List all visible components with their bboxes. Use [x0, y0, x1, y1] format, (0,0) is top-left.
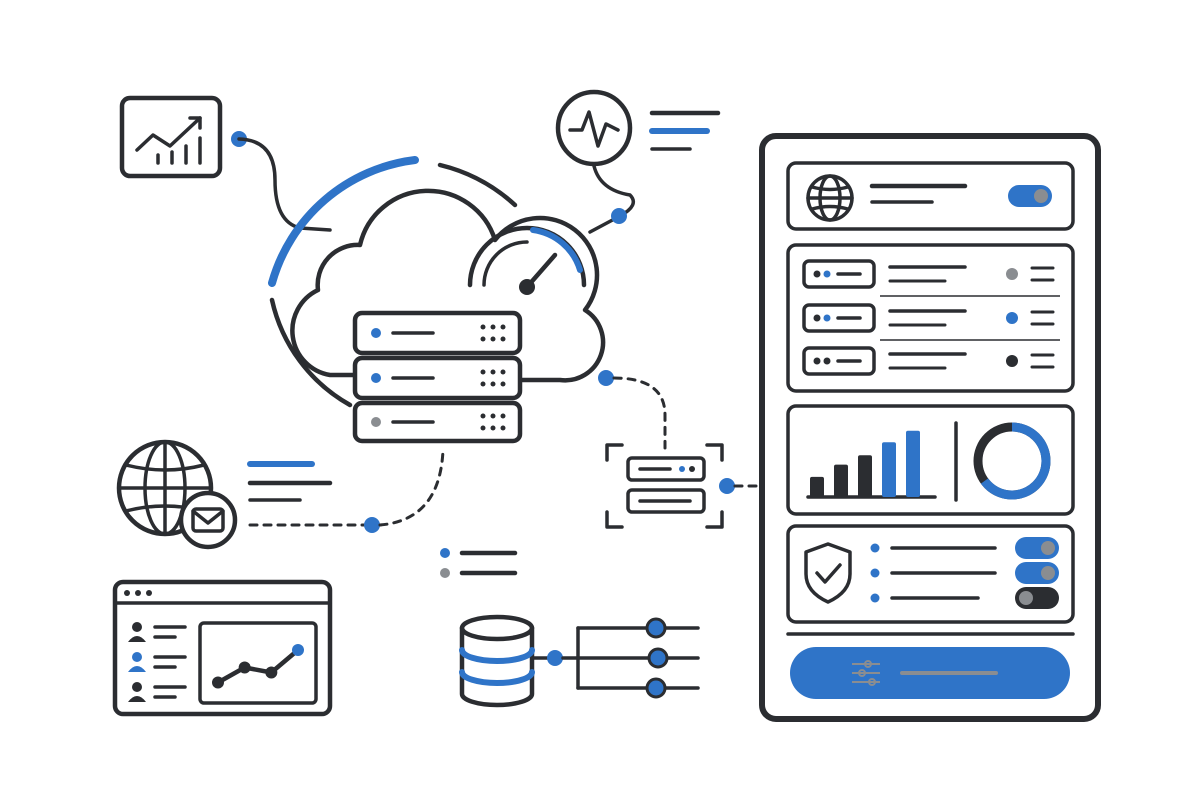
server-unit-2 — [352, 355, 523, 401]
list-row[interactable] — [802, 346, 1055, 376]
network-switch-icon — [605, 443, 724, 529]
trend-point — [292, 644, 304, 656]
cloud-icon — [268, 156, 606, 408]
row-dot — [813, 270, 821, 278]
mail-icon — [178, 490, 238, 550]
connector-node — [547, 650, 563, 666]
trend-points — [212, 644, 304, 689]
user-icon — [128, 622, 146, 642]
connector-node — [364, 517, 380, 533]
toggle-knob — [1019, 591, 1033, 605]
line-chart-card — [119, 95, 223, 179]
bar — [834, 464, 848, 497]
status-dot — [1006, 268, 1018, 280]
user-icon — [128, 652, 146, 672]
panel-list-card — [786, 243, 1075, 393]
row-chip — [802, 303, 876, 333]
connector-node — [611, 208, 627, 224]
shield-check-icon — [804, 542, 852, 604]
row-dot — [823, 314, 831, 322]
bullet — [870, 568, 880, 578]
setting-toggle[interactable] — [1015, 587, 1059, 609]
activity-text-lines — [649, 110, 721, 151]
list-row[interactable] — [802, 259, 1055, 289]
trend-line — [215, 647, 301, 685]
bar — [906, 430, 920, 497]
bar — [882, 442, 896, 497]
server-rack-icon — [352, 310, 523, 444]
speedometer-icon — [467, 225, 587, 295]
panel-security-card — [786, 524, 1075, 624]
bullet — [870, 593, 880, 603]
globe-text-lines — [247, 461, 333, 502]
sliders-icon — [852, 660, 880, 686]
header-toggle[interactable] — [1008, 185, 1052, 207]
trend-point — [238, 661, 251, 674]
security-row — [870, 537, 1059, 559]
database-icon — [459, 614, 535, 708]
status-dot — [1006, 355, 1018, 367]
status-dot — [1006, 312, 1018, 324]
donut-chart-icon — [973, 422, 1051, 500]
panel-header-card — [786, 161, 1075, 231]
toggle-knob — [1041, 566, 1055, 580]
browser-chart-frame — [198, 621, 318, 705]
globe-icon — [806, 174, 854, 222]
connector-line — [588, 164, 636, 234]
row-dot — [823, 270, 831, 278]
setting-toggle[interactable] — [1015, 537, 1059, 559]
security-settings — [870, 537, 1059, 609]
bar — [858, 455, 872, 497]
user-list — [128, 622, 187, 702]
security-row — [870, 562, 1059, 584]
trend-point — [212, 676, 224, 689]
bar — [810, 476, 824, 497]
toggle-knob — [1034, 189, 1048, 203]
dashed-connector — [378, 448, 445, 527]
list-rows — [802, 259, 1060, 376]
row-dot — [823, 357, 831, 365]
row-chip — [802, 259, 876, 289]
bar-chart-icon — [810, 430, 920, 497]
toggle-knob — [1041, 541, 1055, 555]
connector-line — [237, 137, 332, 232]
user-icon — [128, 682, 146, 702]
dashboard-panel — [759, 133, 1101, 722]
connector-node — [719, 478, 735, 494]
dashed-connector — [612, 376, 667, 450]
primary-action-button[interactable] — [790, 647, 1070, 699]
server-unit-3 — [352, 400, 523, 444]
bullet — [870, 543, 880, 553]
panel-chart-card — [786, 404, 1075, 516]
row-dot — [813, 314, 821, 322]
activity-pulse-icon — [555, 89, 633, 167]
sliders-icon — [561, 617, 700, 699]
legend-lines — [440, 548, 518, 578]
row-dot — [813, 357, 821, 365]
setting-toggle[interactable] — [1015, 562, 1059, 584]
security-row — [870, 587, 1059, 609]
list-row[interactable] — [802, 303, 1055, 333]
line-chart-icon — [135, 116, 202, 165]
row-chip — [802, 346, 876, 376]
server-unit-1 — [352, 310, 523, 356]
browser-window — [112, 579, 333, 717]
connector-node — [598, 370, 614, 386]
trend-point — [265, 666, 278, 679]
